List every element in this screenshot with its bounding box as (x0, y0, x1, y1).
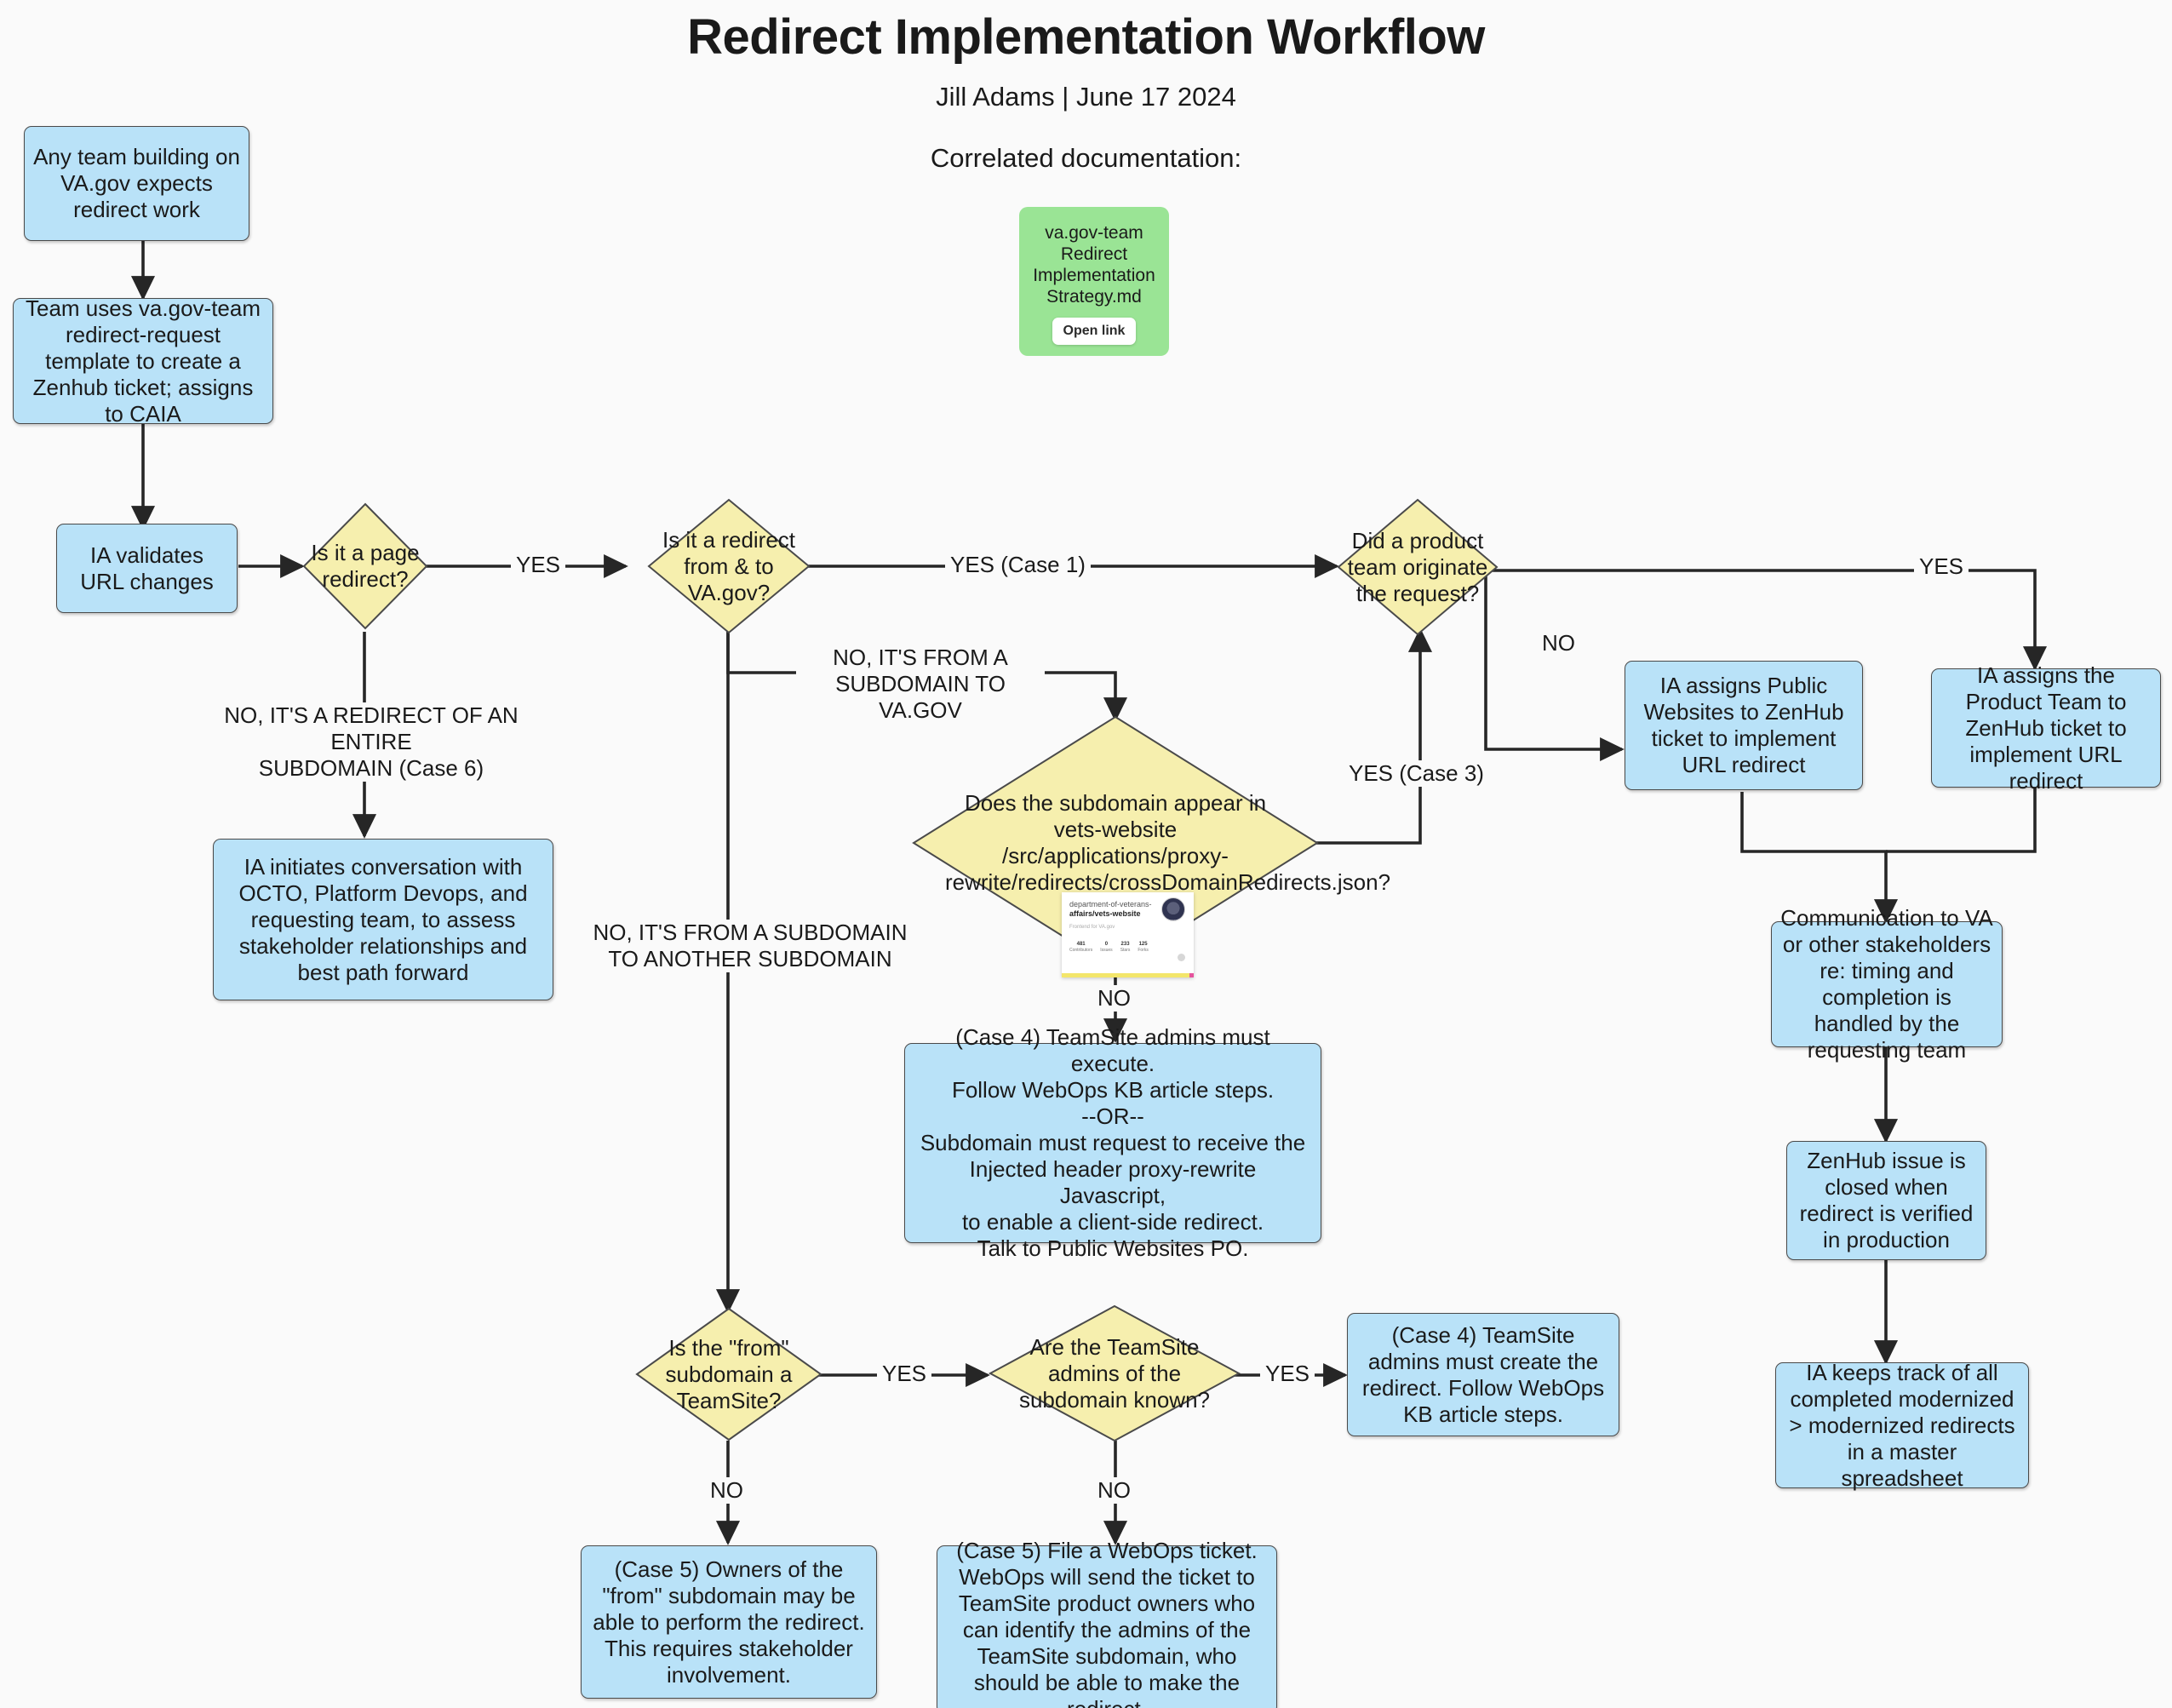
node-ia-keeps-track-label: IA keeps track of all completed moderniz… (1789, 1359, 2015, 1491)
github-stat-label: Contributors (1069, 948, 1093, 953)
edge-label-no-admins-known: NO (1092, 1477, 1136, 1504)
edge-label-yes-case1: YES (Case 1) (945, 552, 1091, 578)
github-card-owner: department-of-veterans- (1069, 900, 1152, 908)
edge-label-no-subdomain-to-vagov: NO, IT'S FROM A SUBDOMAIN TO VA.GOV (796, 645, 1045, 724)
node-case4-teamsite-execute-label: (Case 4) TeamSite admins must execute. F… (920, 1024, 1306, 1261)
github-stat-value: 125 (1138, 942, 1148, 947)
github-stat-label: Issues (1100, 948, 1113, 953)
decision-from-subdomain-teamsite[interactable]: Is the "from" subdomain a TeamSite? (634, 1307, 823, 1441)
node-ia-assigns-public-websites-label: IA assigns Public Websites to ZenHub tic… (1643, 673, 1844, 777)
edge-label-yes-case3: YES (Case 3) (1344, 760, 1489, 787)
open-link-button[interactable]: Open link (1052, 318, 1137, 345)
github-stat: 233 Stars (1120, 942, 1131, 954)
decision-teamsite-admins-known[interactable]: Are the TeamSite admins of the subdomain… (988, 1304, 1241, 1442)
va-seal-icon (1161, 897, 1185, 921)
language-bar-secondary (1189, 973, 1194, 977)
github-stat-value: 233 (1120, 942, 1130, 947)
edge-label-no-entire-subdomain: NO, IT'S A REDIRECT OF AN ENTIRE SUBDOMA… (196, 702, 547, 782)
github-card-tagline: Frontend for VA.gov (1069, 925, 1115, 930)
github-logo-icon (1178, 954, 1185, 961)
decision-is-page-redirect[interactable]: Is it a page redirect? (302, 502, 428, 630)
node-start-label: Any team building on VA.gov expects redi… (33, 144, 240, 222)
page-title: Redirect Implementation Workflow (687, 9, 1485, 65)
node-ia-validates-label: IA validates URL changes (80, 542, 214, 594)
edge-label-yes-teamsite: YES (877, 1361, 932, 1387)
node-ia-validates[interactable]: IA validates URL changes (56, 524, 238, 613)
github-stat: 481 Contributors (1069, 942, 1092, 954)
github-stat: 125 Forks (1138, 942, 1149, 954)
node-case4-teamsite-execute[interactable]: (Case 4) TeamSite admins must execute. F… (904, 1024, 1321, 1261)
github-stat-label: Stars (1120, 948, 1131, 953)
edge-label-yes-product-team: YES (1914, 553, 1969, 580)
node-ia-initiates-conversation-label: IA initiates conversation with OCTO, Pla… (238, 853, 528, 985)
node-template-label: Team uses va.gov-team redirect-request t… (25, 295, 261, 427)
node-case4-teamsite-create-label: (Case 4) TeamSite admins must create the… (1361, 1321, 1605, 1427)
github-card-repo: affairs/vets-website (1069, 909, 1141, 918)
documentation-card[interactable]: va.gov-team Redirect Implementation Stra… (1019, 207, 1169, 356)
github-stat-value: 0 (1104, 942, 1109, 947)
node-ia-assigns-product-team[interactable]: IA assigns the Product Team to ZenHub ti… (1931, 662, 2161, 794)
node-case5-owners-from-subdomain[interactable]: (Case 5) Owners of the "from" subdomain … (581, 1545, 877, 1699)
decision-from-and-to-vagov[interactable]: Is it a redirect from & to VA.gov? (647, 498, 811, 634)
node-ia-assigns-product-team-label: IA assigns the Product Team to ZenHub ti… (1965, 662, 2127, 794)
node-zenhub-issue-closed[interactable]: ZenHub issue is closed when redirect is … (1786, 1141, 1986, 1260)
correlated-documentation-label: Correlated documentation: (930, 143, 1242, 173)
language-bar (1062, 973, 1194, 977)
node-case5-owners-from-subdomain-label: (Case 5) Owners of the "from" subdomain … (593, 1556, 865, 1688)
github-stat-value: 481 (1076, 942, 1086, 947)
github-stat: 0 Issues (1100, 942, 1112, 954)
edge-label-yes-admins-known: YES (1260, 1361, 1315, 1387)
edge-label-no-product-team: NO (1537, 630, 1580, 656)
github-stat-label: Forks (1138, 948, 1149, 953)
byline: Jill Adams | June 17 2024 (936, 82, 1236, 112)
github-repo-card[interactable]: department-of-veterans-affairs/vets-webs… (1062, 892, 1194, 977)
node-ia-assigns-public-websites[interactable]: IA assigns Public Websites to ZenHub tic… (1625, 661, 1863, 790)
edge-label-no-teamsite: NO (705, 1477, 748, 1504)
node-communication-to-va-label: Communication to VA or other stakeholder… (1780, 905, 1993, 1063)
node-communication-to-va[interactable]: Communication to VA or other stakeholder… (1771, 905, 2003, 1063)
node-start[interactable]: Any team building on VA.gov expects redi… (24, 126, 249, 241)
node-template[interactable]: Team uses va.gov-team redirect-request t… (13, 295, 273, 427)
edge-label-no-json: NO (1092, 985, 1136, 1012)
node-case5-file-webops-ticket[interactable]: (Case 5) File a WebOps ticket. WebOps wi… (937, 1538, 1277, 1708)
edge-label-no-subdomain-to-subdomain: NO, IT'S FROM A SUBDOMAIN TO ANOTHER SUB… (566, 920, 934, 972)
node-ia-initiates-conversation[interactable]: IA initiates conversation with OCTO, Pla… (213, 839, 553, 1000)
decision-product-team-originate[interactable]: Did a product team originate the request… (1337, 498, 1499, 636)
node-zenhub-issue-closed-label: ZenHub issue is closed when redirect is … (1799, 1148, 1974, 1252)
documentation-card-title: va.gov-team Redirect Implementation Stra… (1033, 223, 1155, 307)
node-case5-file-webops-ticket-label: (Case 5) File a WebOps ticket. WebOps wi… (956, 1537, 1258, 1708)
node-ia-keeps-track[interactable]: IA keeps track of all completed moderniz… (1775, 1360, 2029, 1491)
edge-label-yes-page-redirect: YES (511, 552, 566, 578)
node-case4-teamsite-create[interactable]: (Case 4) TeamSite admins must create the… (1347, 1313, 1619, 1436)
